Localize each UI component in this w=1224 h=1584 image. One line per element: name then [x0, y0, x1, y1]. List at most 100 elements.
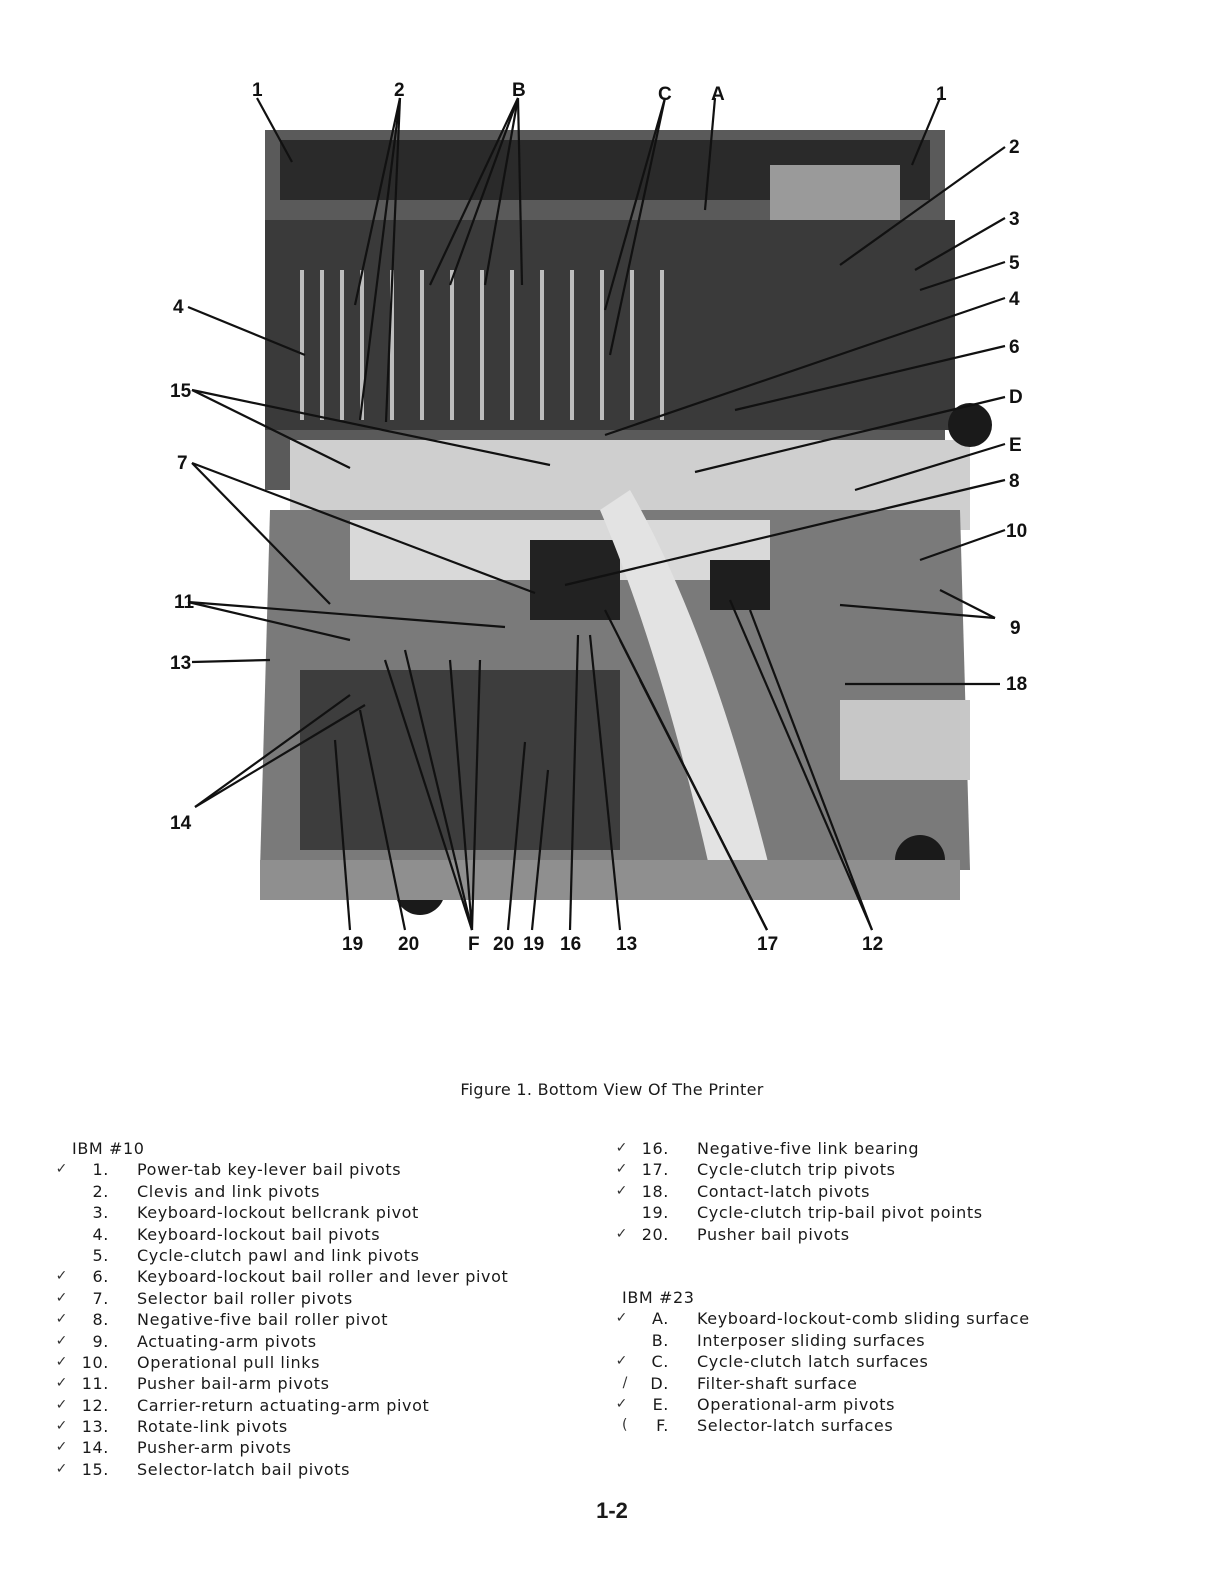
list-item: ✓15.Selector-latch bail pivots — [30, 1459, 508, 1480]
callout-leaders — [187, 97, 1006, 931]
callout-label: 15 — [170, 381, 192, 402]
list-item: / D. Filter-shaft surface — [590, 1373, 1030, 1394]
item-number: 18. — [641, 1181, 669, 1201]
list-item: ✓18.Contact-latch pivots — [590, 1181, 1030, 1202]
check-mark: / — [622, 1374, 628, 1391]
item-number: 12. — [81, 1395, 109, 1415]
list-header: IBM #23 — [622, 1287, 695, 1307]
item-number: C. — [651, 1352, 669, 1372]
item-text: Clevis and link pivots — [137, 1181, 321, 1201]
item-number: 16. — [641, 1139, 669, 1158]
callout-label: 18 — [1006, 674, 1027, 695]
list-item: ✓10.Operational pull links — [30, 1352, 508, 1373]
item-number: E. — [652, 1394, 669, 1414]
callout-label: E — [1009, 435, 1022, 456]
item-number: 2. — [92, 1181, 109, 1201]
check-mark: ✓ — [615, 1161, 628, 1178]
callout-label: 12 — [862, 934, 883, 955]
callout-label: 19 — [342, 934, 363, 955]
item-text: Operational-arm pivots — [697, 1394, 896, 1414]
item-number: 15. — [81, 1459, 109, 1479]
item-text: Selector-latch bail pivots — [137, 1459, 351, 1479]
list-item: ✓9.Actuating-arm pivots — [30, 1331, 508, 1352]
item-number: 4. — [92, 1224, 109, 1244]
callout-label: 6 — [1009, 337, 1020, 358]
item-text: Rotate-link pivots — [137, 1417, 288, 1437]
figure-caption: Figure 1. Bottom View Of The Printer — [460, 1080, 764, 1099]
check-mark — [590, 1202, 628, 1223]
list-item: ✓A.Keyboard-lockout-comb sliding surface — [590, 1308, 1030, 1329]
printer-bottom-view-figure: 1 2 B C A 1 2 3 5 4 6 D E 8 10 9 18 4 15… — [170, 80, 1027, 955]
callout-label: C — [658, 84, 672, 105]
list-item: ✓16.Negative-five link bearing — [590, 1138, 1030, 1159]
list-item: 3.Keyboard-lockout bellcrank pivot — [30, 1202, 508, 1223]
check-mark: ✓ — [55, 1353, 68, 1370]
list-item: ✓17.Cycle-clutch trip pivots — [590, 1159, 1030, 1180]
callout-label: 9 — [1010, 618, 1021, 639]
list-item: ✓C.Cycle-clutch latch surfaces — [590, 1351, 1030, 1372]
item-text: Selector-latch surfaces — [697, 1416, 894, 1436]
list-item: ✓8.Negative-five bail roller pivot — [30, 1309, 508, 1330]
check-mark: ✓ — [55, 1439, 68, 1456]
list-item: (F.Selector-latch surfaces — [590, 1415, 1030, 1436]
check-mark — [30, 1181, 68, 1202]
item-text: Keyboard-lockout bail pivots — [137, 1224, 381, 1244]
item-number: 11. — [81, 1374, 109, 1394]
callout-label: 20 — [398, 934, 419, 955]
check-mark: ✓ — [615, 1182, 628, 1199]
callout-label: 1 — [252, 80, 263, 101]
item-number: 19. — [641, 1203, 669, 1223]
callout-label: 13 — [616, 934, 637, 955]
check-mark — [30, 1224, 68, 1245]
item-text: Cycle-clutch trip-bail pivot points — [697, 1203, 983, 1223]
item-number: 1. — [92, 1160, 109, 1180]
lubrication-list-continued: ✓ 16. Negative-five link bearing✓17.Cycle-… — [590, 1138, 1030, 1437]
item-text: Filter-shaft surface — [697, 1373, 858, 1393]
item-number: D. — [650, 1373, 669, 1393]
callout-label: 2 — [1009, 137, 1020, 158]
item-text: Cycle-clutch latch surfaces — [697, 1352, 929, 1372]
check-mark: ✓ — [55, 1311, 68, 1328]
item-text: Actuating-arm pivots — [137, 1331, 317, 1351]
list-item: 2. Clevis and link pivots — [30, 1181, 508, 1202]
check-mark: ✓ — [55, 1396, 68, 1413]
list-item: ✓12.Carrier-return actuating-arm pivot — [30, 1395, 508, 1416]
callout-labels: 1 2 B C A 1 2 3 5 4 6 D E 8 10 9 18 4 15… — [170, 80, 1027, 955]
check-mark: ✓ — [615, 1310, 628, 1327]
item-text: Cycle-clutch trip pivots — [697, 1160, 896, 1180]
callout-label: 19 — [523, 934, 544, 955]
callout-label: 13 — [170, 653, 191, 674]
list-item: ✓ 13. Rotate-link pivots — [30, 1416, 508, 1437]
lubrication-list-ibm-10: IBM #10 ✓1.Power-tab key-lever bail pivo… — [30, 1138, 508, 1480]
item-number: 5. — [92, 1245, 109, 1265]
item-text: Negative-five bail roller pivot — [137, 1310, 389, 1330]
check-mark: ✓ — [55, 1161, 68, 1178]
callout-label: 10 — [1006, 521, 1027, 542]
item-number: 20. — [641, 1224, 669, 1244]
list-item: ✓11.Pusher bail-arm pivots — [30, 1373, 508, 1394]
list-item: ✓6.Keyboard-lockout bail roller and leve… — [30, 1266, 508, 1287]
page-number: 1-2 — [596, 1498, 628, 1523]
list-item: 5. Cycle-clutch pawl and link pivots — [30, 1245, 508, 1266]
list-item: ✓7.Selector bail roller pivots — [30, 1288, 508, 1309]
item-number: B. — [651, 1330, 669, 1350]
item-text: Pusher bail-arm pivots — [137, 1374, 330, 1394]
item-text: Negative-five link bearing — [697, 1139, 920, 1158]
item-text: Cycle-clutch pawl and link pivots — [137, 1245, 420, 1265]
check-mark: ( — [621, 1417, 628, 1434]
callout-label: D — [1009, 387, 1023, 408]
item-number: 14. — [81, 1438, 109, 1458]
check-mark: ✓ — [55, 1418, 68, 1435]
callout-label: B — [512, 80, 526, 101]
callout-label: 11 — [174, 592, 195, 613]
list-item: ✓20.Pusher bail pivots — [590, 1224, 1030, 1245]
item-number: 3. — [92, 1203, 109, 1223]
check-mark: ✓ — [55, 1289, 68, 1306]
item-number: 9. — [92, 1331, 109, 1351]
item-number: 13. — [81, 1417, 109, 1437]
item-number: A. — [652, 1309, 669, 1329]
callout-label: 8 — [1009, 471, 1020, 492]
list-item: ✓14.Pusher-arm pivots — [30, 1437, 508, 1458]
list-header: IBM #10 — [72, 1139, 145, 1158]
callout-label: 1 — [936, 84, 947, 105]
